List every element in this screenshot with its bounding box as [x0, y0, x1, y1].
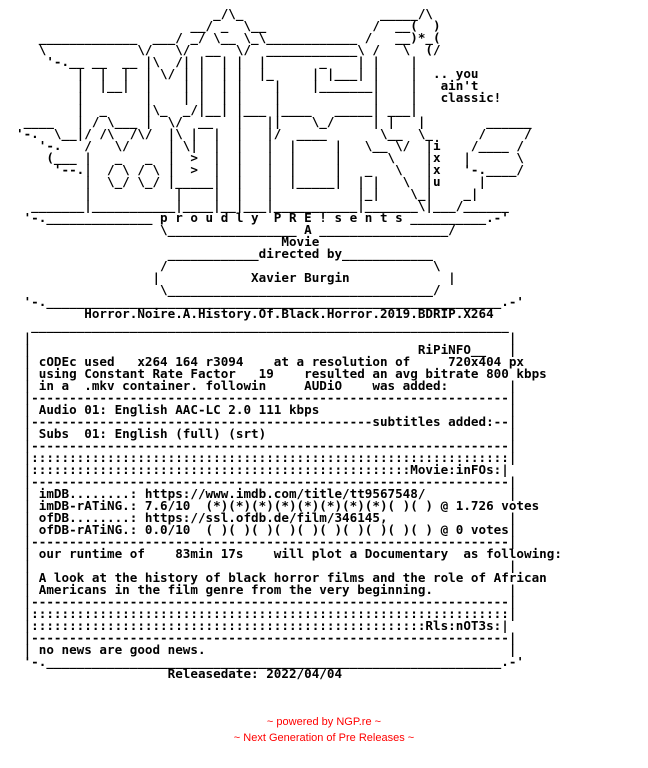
nfo-ascii-art: _/\_ _____/\ __/ _ \__ / __( ) _________… — [16, 6, 562, 681]
footer-powered-by: ~ powered by NGP.re ~ — [0, 716, 648, 728]
tagline-text: ~ Next Generation of Pre Releases ~ — [233, 732, 415, 744]
powered-by-text: ~ powered by NGP.re ~ — [266, 716, 382, 728]
footer-tagline: ~ Next Generation of Pre Releases ~ — [0, 732, 648, 744]
